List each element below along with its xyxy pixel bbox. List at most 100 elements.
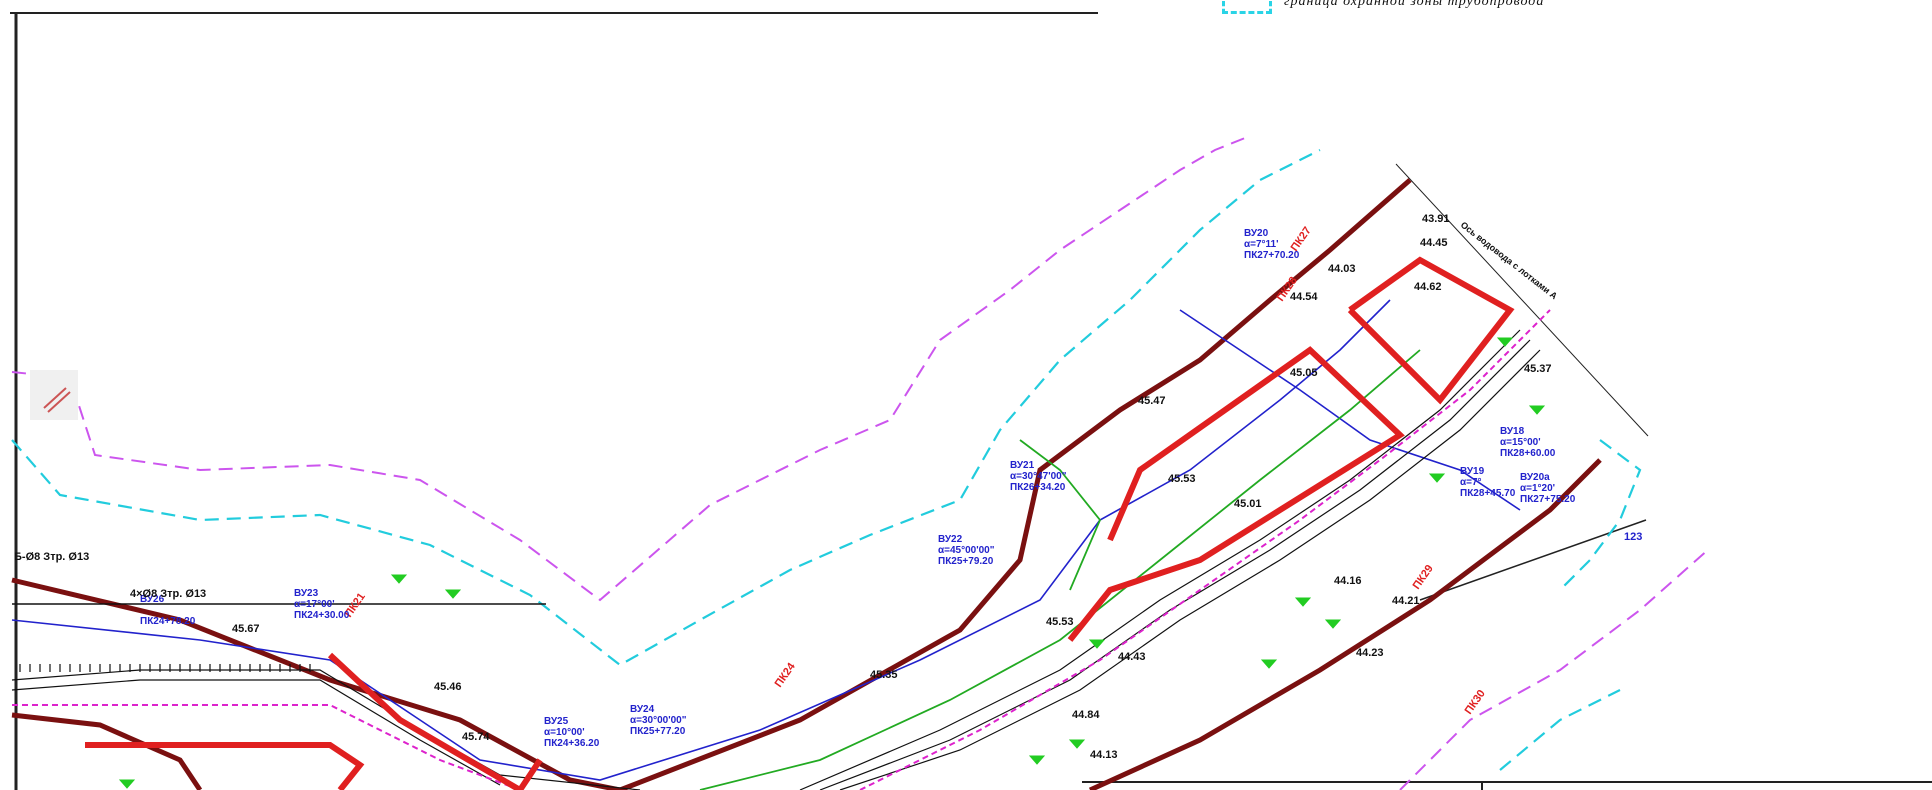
angle-label-angle: α=7°11' [1244,239,1279,250]
label-elev-45-35: 45.35 [870,669,898,681]
green-marker [1294,597,1312,607]
drawing-frame [10,12,1932,790]
elevation-label: 45.47 [1138,395,1166,407]
red-lines [85,256,1515,790]
elevation-label: 44.43 [1118,651,1146,663]
elevation-label: 44.21 [1392,595,1420,607]
elevation-label: 45.01 [1234,498,1262,510]
pipe-line-black [1419,519,1647,601]
corridor-upper [11,577,621,790]
north-line [1395,163,1649,437]
boundary-upper [11,137,1246,602]
angle-label-pk: ПК24+30.00 [294,610,350,621]
angle-label-angle: α=1°20' [1520,483,1555,494]
blue-route-2 [1179,309,1521,511]
angle-label-id: ВУ22 [938,534,963,545]
bundle-line-5 [839,349,1541,790]
angle-label-id: ВУ26 [140,594,165,605]
hatch-teeth-left [19,664,311,672]
corridor-upper-right [619,178,1412,790]
angle-label-angle: α=7° [1460,477,1482,488]
legend: граница охранной зоны трубопровода [1222,0,1544,14]
green-lines [699,349,1421,790]
elevation-label: 44.03 [1328,263,1356,275]
angle-label-pk: ПК25+77.20 [630,726,686,737]
red-polygon-upper [1067,346,1405,642]
legend-text: граница охранной зоны трубопровода [1284,0,1545,9]
label-pipe-left: Б-Ø8 Зтр. Ø13 [14,551,89,563]
angle-label-pk: ПК28+60.00 [1500,448,1556,459]
angle-label-pk: ПК25+79.20 [938,556,994,567]
label-123: 123 [1624,531,1642,543]
elevation-label: 45.05 [1290,367,1318,379]
angle-label-pk: ПК28+45.70 [1460,488,1516,499]
angle-label-angle: α=30°00'00" [630,715,687,726]
red-polygon-right [1347,256,1515,405]
angle-label-angle: α=15°00' [1500,437,1541,448]
angle-label-angle: α=10°00' [544,727,585,738]
label-pipe-left-2: 4×Ø8 Зтр. Ø13 [130,588,206,600]
buffer-upper [11,149,1321,667]
buffer-right [1559,439,1642,591]
red-line-left [327,652,522,790]
angle-label-pk: ПК24+78.20 [140,616,196,627]
bundle-line-1 [11,669,641,790]
angle-label-id: ВУ20a [1520,472,1550,483]
green-marker [1068,739,1086,749]
station-mark: ПК29 [1411,563,1436,592]
angle-label-id: ВУ24 [630,704,655,715]
angle-label-pk: ПК24+36.20 [544,738,600,749]
elevation-label: 45.46 [434,681,462,693]
green-route [699,349,1421,790]
elevation-label: 45.53 [1046,616,1074,628]
angle-label-id: ВУ25 [544,716,569,727]
magenta-pipe [12,309,1551,790]
corridor-darkred [11,178,1602,790]
elevation-label: 44.54 [1290,291,1318,303]
green-marker [1496,337,1514,347]
green-marker [1428,473,1446,483]
angle-label-pk: ПК26+34.20 [1010,482,1066,493]
boundary-lower [1399,547,1711,790]
buffer-lower-right [1499,689,1621,771]
green-marker [1528,405,1546,415]
marker-box [30,370,78,420]
corridor-lower-right [1088,458,1602,790]
elevation-labels: 43.9144.4544.0344.6245.4745.0545.5345.01… [232,213,1552,761]
elevation-label: 44.13 [1090,749,1118,761]
elevation-label: 44.23 [1356,647,1384,659]
bundle-line-2 [11,679,501,786]
angle-label-pk: ПК27+70.20 [1244,250,1300,261]
angle-label-id: ВУ21 [1010,460,1035,471]
green-marker [1028,755,1046,765]
elevation-label: 44.62 [1414,281,1442,293]
marker-box-rect [30,370,78,420]
angle-label-id: ВУ19 [1460,466,1485,477]
green-marker [1324,619,1342,629]
angle-label-pk: ПК27+75.20 [1520,494,1576,505]
angle-label-id: ВУ20 [1244,228,1269,239]
angle-label-angle: α=17°00' [294,599,335,610]
green-marker [118,779,136,789]
elevation-label: 44.16 [1334,575,1362,587]
angle-label-angle: α=45°00'00" [938,545,995,556]
red-poly-left-bottom [85,742,365,790]
angle-label-angle: α=30°47'00" [1010,471,1067,482]
green-marker [1260,659,1278,669]
misc-labels: Б-Ø8 Зтр. Ø13 4×Ø8 Зтр. Ø13 45.35 123 Ос… [14,220,1642,681]
elevation-label: 44.45 [1420,237,1448,249]
green-marker [444,589,462,599]
buffer-zone-lines [11,149,1642,771]
bundle-line-3 [799,329,1521,790]
angle-label-id: ВУ18 [1500,426,1525,437]
elevation-label: 45.67 [232,623,260,635]
